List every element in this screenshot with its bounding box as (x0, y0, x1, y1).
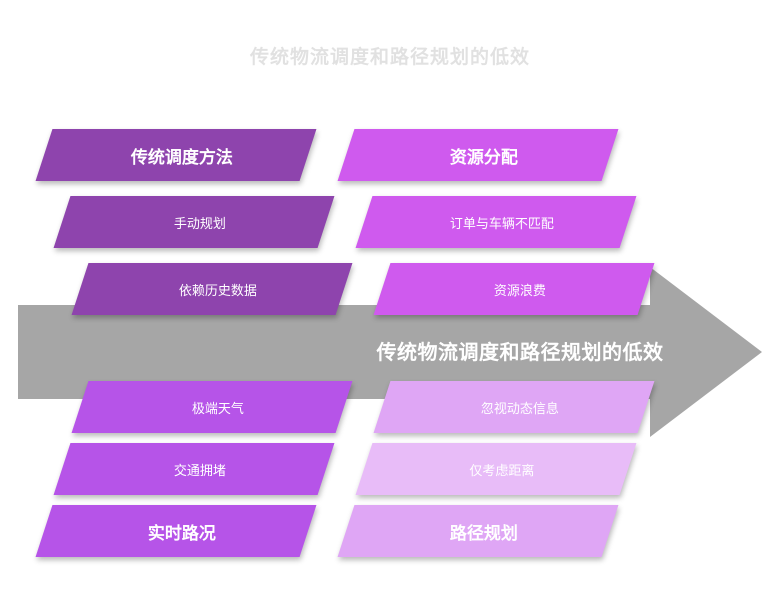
band-resource-allocation-item-0[interactable]: 订单与车辆不匹配 (355, 196, 637, 248)
band-traditional-dispatch-item-0[interactable]: 手动规划 (53, 196, 335, 248)
band-label: 路径规划 (450, 523, 518, 543)
band-traditional-dispatch-item-1[interactable]: 依赖历史数据 (71, 263, 353, 315)
band-realtime-traffic-item-1[interactable]: 交通拥堵 (53, 443, 335, 495)
band-route-planning-head[interactable]: 路径规划 (337, 505, 619, 557)
band-label: 仅考虑距离 (469, 462, 535, 478)
band-label: 传统调度方法 (131, 147, 233, 167)
band-label: 极端天气 (191, 400, 244, 416)
band-label: 手动规划 (173, 215, 226, 231)
band-label: 资源浪费 (493, 282, 546, 298)
band-label: 忽视动态信息 (480, 400, 559, 416)
arrow-label: 传统物流调度和路径规划的低效 (376, 342, 664, 364)
band-resource-allocation-item-1[interactable]: 资源浪费 (373, 263, 655, 315)
band-label: 实时路况 (148, 523, 216, 543)
band-traditional-dispatch-head[interactable]: 传统调度方法 (35, 129, 317, 181)
band-label: 交通拥堵 (173, 462, 226, 478)
band-label: 资源分配 (450, 147, 518, 167)
band-label: 依赖历史数据 (178, 282, 257, 298)
band-realtime-traffic-item-0[interactable]: 极端天气 (71, 381, 353, 433)
band-resource-allocation-head[interactable]: 资源分配 (337, 129, 619, 181)
page-title: 传统物流调度和路径规划的低效 (249, 47, 530, 68)
band-realtime-traffic-head[interactable]: 实时路况 (35, 505, 317, 557)
band-route-planning-item-1[interactable]: 仅考虑距离 (355, 443, 637, 495)
band-route-planning-item-0[interactable]: 忽视动态信息 (373, 381, 655, 433)
band-label: 订单与车辆不匹配 (449, 215, 554, 231)
